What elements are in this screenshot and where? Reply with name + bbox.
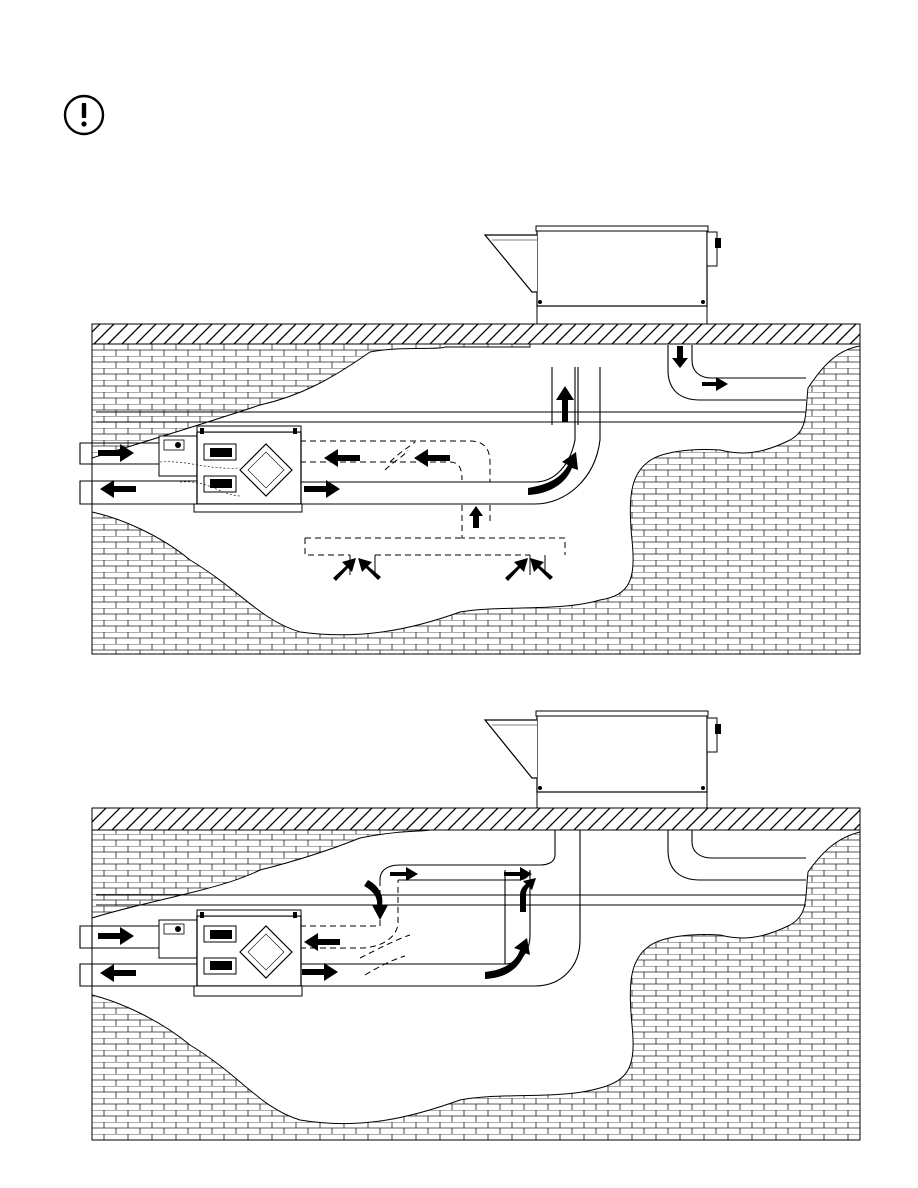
supply-fan — [204, 926, 236, 942]
ventilation-diagram-bottom — [0, 690, 918, 1160]
exhaust-fan — [204, 476, 236, 492]
ceiling — [92, 808, 860, 830]
range-hood — [485, 711, 721, 808]
warning-icon — [62, 93, 106, 137]
exhaust-fan — [204, 958, 236, 974]
ceiling — [92, 324, 860, 344]
range-hood — [485, 226, 721, 324]
supply-fan — [204, 444, 236, 460]
ventilation-diagram-top — [0, 200, 918, 670]
